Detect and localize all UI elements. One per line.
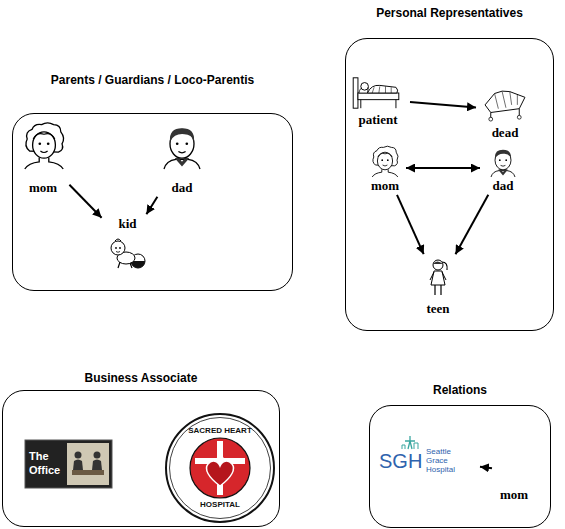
mom-figure — [25, 123, 64, 169]
logo-text: HOSPITAL — [167, 500, 273, 510]
arrow-connector — [480, 467, 492, 469]
person-figure: dad — [157, 120, 207, 195]
office-logo — [25, 440, 112, 488]
dad-figure — [491, 150, 515, 177]
patient-figure — [353, 78, 399, 108]
group-title: Business Associate — [2, 370, 280, 386]
person-figure: dead — [478, 80, 532, 140]
group-title: Relations — [369, 382, 551, 398]
sgh-logo-icon — [402, 436, 418, 449]
group-title: Personal Representatives — [345, 5, 554, 21]
group-box: RelationsSGHSeattle Grace Hospital mom — [369, 382, 551, 528]
group-title: Parents / Guardians / Loco-Parentis — [12, 72, 293, 88]
dad-figure — [164, 128, 200, 169]
figure-label: mom — [18, 180, 68, 195]
person-figure: mom — [366, 143, 404, 193]
figure-label: teen — [418, 301, 458, 316]
figure-label: dad — [157, 180, 207, 195]
figure-label: kid — [103, 216, 152, 231]
mom-figure — [372, 146, 398, 177]
dead-figure — [485, 91, 525, 121]
kid-figure — [111, 239, 145, 268]
arrow-connector — [146, 197, 157, 215]
figure-label: dead — [478, 125, 532, 140]
person-figure: mom — [494, 440, 534, 502]
arrow-connector — [410, 102, 476, 108]
group-box: Personal Representatives patient dead mom da… — [345, 5, 554, 331]
arrow-connector — [456, 195, 489, 254]
figure-label: mom — [366, 178, 404, 193]
logo-text: SGH — [379, 450, 422, 473]
logo: SACRED HEART HOSPITAL — [167, 414, 273, 520]
arrow-connector — [397, 195, 424, 254]
figure-label: dad — [482, 178, 524, 193]
figure-label: mom — [494, 487, 534, 502]
figure-label: patient — [348, 112, 408, 127]
arrow-connector — [406, 167, 480, 169]
person-figure: dad — [482, 143, 524, 193]
person-figure: kid — [103, 216, 152, 273]
person-figure: patient — [348, 72, 408, 127]
person-figure: mom — [18, 120, 68, 195]
teen-figure — [430, 260, 447, 295]
sacred-heart-logo — [166, 414, 274, 522]
logo-text: SACRED HEART — [167, 426, 273, 436]
logo: SGHSeattle Grace Hospital — [378, 438, 478, 483]
logo-text: The Office — [29, 449, 69, 477]
person-figure: teen — [418, 256, 458, 316]
group-box: Parents / Guardians / Loco-Parentis mom da… — [12, 72, 293, 291]
logo: The Office — [25, 440, 112, 488]
logo-text: Seattle Grace Hospital — [426, 447, 472, 474]
group-box: Business AssociateThe Office SACRED HEART… — [2, 370, 280, 527]
rounded-frame — [12, 113, 293, 291]
arrow-connector — [69, 185, 101, 218]
